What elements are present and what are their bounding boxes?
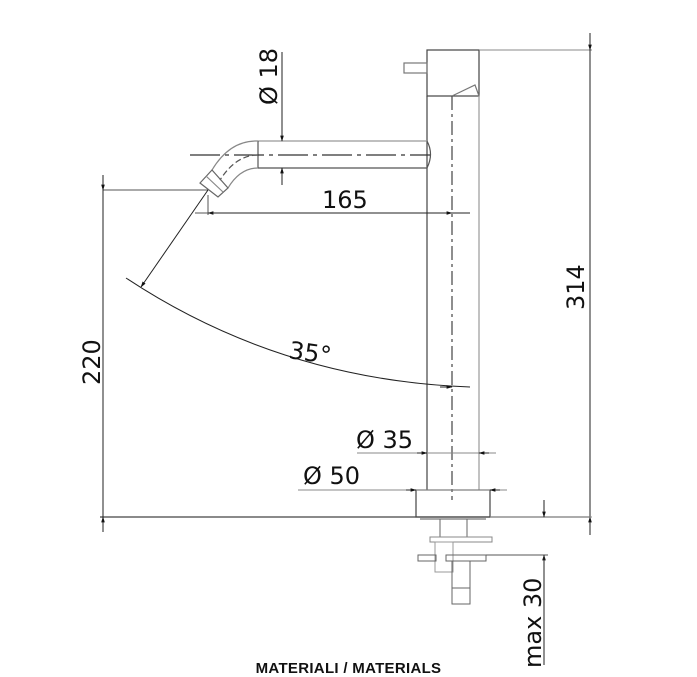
spout-diameter-label: Ø 18 <box>255 48 283 105</box>
dimension-spout-reach <box>195 195 470 215</box>
fixing-assembly <box>417 519 493 605</box>
dimension-deck-thickness <box>486 500 592 665</box>
base-diameter-label: Ø 50 <box>303 462 360 490</box>
faucet-body <box>403 49 491 520</box>
spout-reach-label: 165 <box>322 186 368 214</box>
dimension-total-height <box>479 33 592 535</box>
dimension-spout-angle <box>125 189 471 389</box>
lever-cap <box>426 49 480 97</box>
materials-heading: MATERIALI / MATERIALS <box>255 660 442 677</box>
deck-thickness-label: max 30 <box>519 578 547 668</box>
spout <box>190 140 432 198</box>
total-height-label: 314 <box>562 264 590 310</box>
spout-angle-label: 35° <box>287 336 333 370</box>
lever-handle <box>403 62 428 74</box>
body-diameter-label: Ø 35 <box>356 426 413 454</box>
outlet-height-label: 220 <box>78 339 106 385</box>
dimension-outlet-height <box>101 175 208 532</box>
